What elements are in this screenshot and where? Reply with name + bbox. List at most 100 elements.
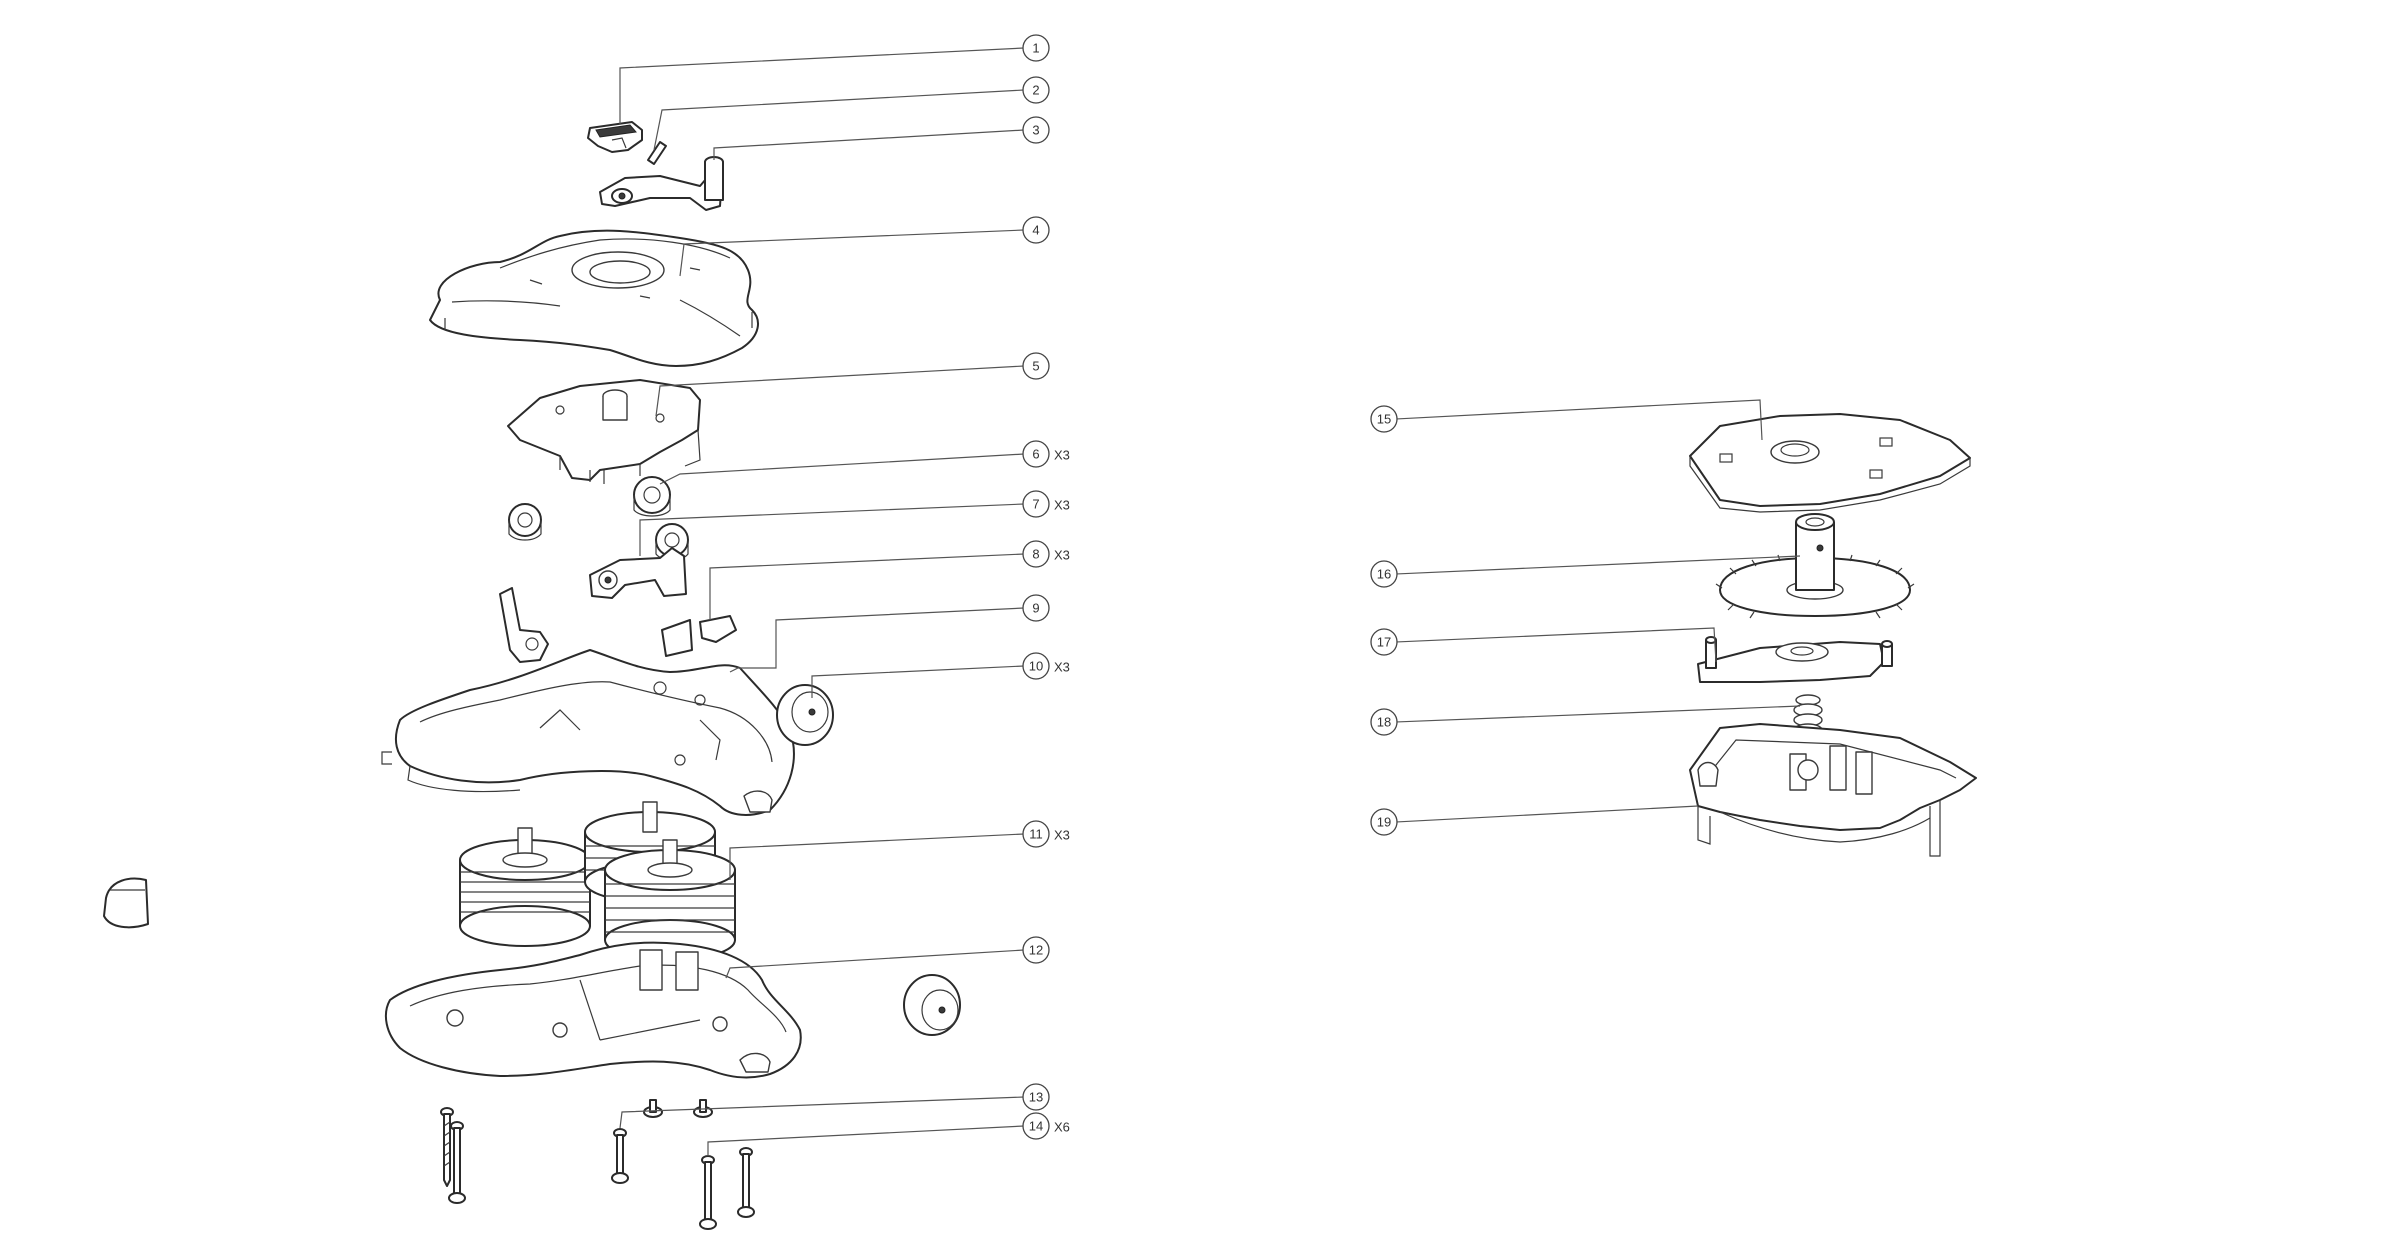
part-4-top-cover: [429, 229, 759, 367]
callout-circle-15: [1370, 405, 1398, 433]
leader-line-2: [653, 89, 1025, 151]
screw-a: [440, 1107, 454, 1187]
callout-10: 10 X3: [1022, 652, 1070, 680]
leader-line-15: [1395, 399, 1763, 441]
callout-number-19: 19: [1377, 815, 1391, 830]
callout-number-13: 13: [1029, 1090, 1043, 1105]
callout-quantity-10: X3: [1054, 660, 1070, 675]
callout-circle-3: [1022, 116, 1050, 144]
part-side-cap: [103, 877, 149, 929]
part-15-gear-plate: [1689, 413, 1971, 513]
callout-number-16: 16: [1377, 567, 1391, 582]
callout-circle-9: [1022, 594, 1050, 622]
callout-16: 16: [1370, 560, 1398, 588]
leader-line-7: [639, 503, 1025, 556]
callout-number-7: 7: [1032, 497, 1039, 512]
callout-circle-2: [1022, 76, 1050, 104]
callout-number-9: 9: [1032, 601, 1039, 616]
leader-line-14: [707, 1125, 1025, 1156]
part-5-motor-plate: [507, 379, 701, 484]
callout-7: 7 X3: [1022, 490, 1070, 518]
screw-f: [699, 1155, 717, 1230]
callout-quantity-8: X3: [1054, 548, 1070, 563]
callout-13: 13: [1022, 1083, 1050, 1111]
callout-15: 15: [1370, 405, 1398, 433]
callout-number-8: 8: [1032, 547, 1039, 562]
leader-line-17: [1395, 627, 1717, 663]
part-10-cap: [776, 684, 834, 746]
callout-circle-11: [1022, 820, 1050, 848]
callout-number-4: 4: [1032, 223, 1039, 238]
callout-number-11: 11: [1029, 827, 1043, 842]
leader-line-11: [729, 833, 1025, 880]
callout-number-14: 14: [1029, 1119, 1043, 1134]
part-17-base-plate: [1697, 636, 1893, 683]
leader-line-4: [679, 229, 1025, 277]
callout-18: 18: [1370, 708, 1398, 736]
part-9-main-housing: [381, 649, 795, 816]
callout-circle-1: [1022, 34, 1050, 62]
callout-quantity-11: X3: [1054, 828, 1070, 843]
callout-number-1: 1: [1032, 41, 1039, 56]
roller-11a: [459, 827, 591, 947]
callout-1: 1: [1022, 34, 1050, 62]
part-16-spindle-gear: [1715, 513, 1915, 619]
callout-circle-6: [1022, 440, 1050, 468]
part-8-hook: [499, 587, 737, 663]
callout-8: 8 X3: [1022, 540, 1070, 568]
callout-12: 12: [1022, 936, 1050, 964]
leader-line-19: [1395, 805, 1699, 823]
callout-number-2: 2: [1032, 83, 1039, 98]
callout-number-12: 12: [1029, 943, 1043, 958]
leader-line-10: [811, 665, 1025, 698]
callout-number-18: 18: [1377, 715, 1391, 730]
screw-g: [737, 1147, 755, 1218]
part-3-lever-arm: [599, 156, 724, 211]
callout-3: 3: [1022, 116, 1050, 144]
part-2-pin: [647, 141, 667, 165]
roller-11c: [604, 839, 736, 961]
callout-number-6: 6: [1032, 447, 1039, 462]
leader-line-13: [619, 1096, 1025, 1129]
callout-circle-8: [1022, 540, 1050, 568]
part-12-base-tray: [384, 941, 802, 1079]
leader-line-5: [655, 365, 1025, 417]
callout-19: 19: [1370, 808, 1398, 836]
callout-number-10: 10: [1029, 659, 1043, 674]
callout-quantity-6: X3: [1054, 448, 1070, 463]
leader-line-12: [725, 949, 1025, 979]
leader-line-3: [713, 129, 1025, 160]
leader-line-16: [1395, 555, 1801, 575]
part-6-planet-gears: [508, 476, 689, 561]
part-11-rollers: [459, 801, 736, 961]
callout-quantity-14: X6: [1054, 1120, 1070, 1135]
screw-c: [643, 1099, 663, 1118]
screw-e: [611, 1128, 629, 1184]
callout-number-15: 15: [1377, 412, 1391, 427]
callout-circle-12: [1022, 936, 1050, 964]
screw-b: [448, 1121, 466, 1204]
leader-line-9: [729, 607, 1025, 673]
callout-number-17: 17: [1377, 635, 1391, 650]
callout-17: 17: [1370, 628, 1398, 656]
part-13-14-screws: [440, 1099, 755, 1230]
callout-circle-16: [1370, 560, 1398, 588]
callout-11: 11 X3: [1022, 820, 1070, 848]
leader-line-18: [1395, 705, 1801, 723]
callout-quantity-7: X3: [1054, 498, 1070, 513]
leader-line-1: [619, 47, 1025, 124]
callout-9: 9: [1022, 594, 1050, 622]
leader-lines: [619, 47, 1801, 1156]
callout-4: 4: [1022, 216, 1050, 244]
callout-circle-10: [1022, 652, 1050, 680]
gear-6a: [633, 476, 671, 517]
leader-line-6: [659, 453, 1025, 485]
part-knob: [903, 974, 961, 1036]
callout-circle-17: [1370, 628, 1398, 656]
callout-circle-4: [1022, 216, 1050, 244]
gear-6b: [508, 503, 542, 541]
callout-number-5: 5: [1032, 359, 1039, 374]
